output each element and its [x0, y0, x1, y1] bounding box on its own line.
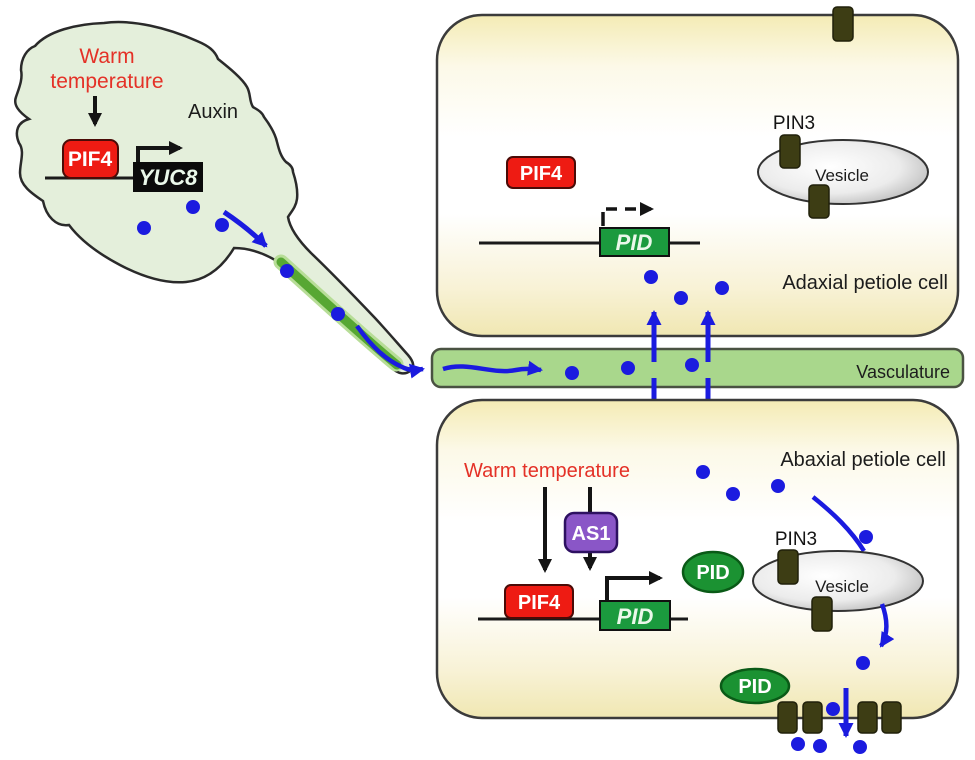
pin3-membrane-rect	[802, 701, 823, 734]
auxin-dot	[644, 270, 658, 284]
pif4-box-adaxial	[506, 156, 576, 189]
warm-temperature-label-leaf-line1: Warm	[79, 45, 134, 68]
pid-protein-membrane-label: PID	[738, 676, 771, 698]
auxin-dot	[621, 361, 635, 375]
auxin-dot	[186, 200, 200, 214]
warm-temperature-label-abaxial: Warm temperature	[464, 460, 630, 482]
auxin-flow-arrow-petiole	[355, 324, 425, 379]
pin3-membrane-rect-top	[832, 6, 854, 42]
pin3-label-adaxial: PIN3	[773, 113, 815, 134]
pin3-rect-vesicle-abaxial-top	[777, 549, 799, 585]
pif4-label-adaxial: PIF4	[520, 163, 563, 185]
auxin-below-vesicle-arrow	[879, 603, 895, 648]
pid-protein-ellipse	[681, 550, 745, 594]
as1-box	[563, 511, 619, 554]
pin3-rect-vesicle-abaxial-bottom	[811, 596, 833, 632]
auxin-dot	[331, 307, 345, 321]
as1-label: AS1	[572, 523, 611, 545]
auxin-dot	[726, 487, 740, 501]
pif4-label-abaxial: PIF4	[518, 592, 561, 614]
warm-temperature-label-leaf-line2: temperature	[50, 70, 163, 93]
auxin-dot	[853, 740, 867, 754]
pif4-box-abaxial	[504, 584, 574, 619]
auxin-dot	[215, 218, 229, 232]
auxin-dot	[280, 264, 294, 278]
pid-protein-membrane-ellipse	[719, 667, 791, 705]
vasculature-group: Vasculature	[430, 347, 965, 389]
pid-gene-label-abaxial: PID	[617, 604, 654, 629]
pif4-box-leaf	[62, 139, 119, 179]
auxin-dot	[696, 465, 710, 479]
auxin-dot	[859, 530, 873, 544]
vesicle-label-abaxial: Vesicle	[815, 577, 869, 596]
pin3-membrane-rect	[777, 701, 798, 734]
auxin-dot	[771, 479, 785, 493]
abaxial-cell-label: Abaxial petiole cell	[780, 449, 946, 471]
pid-gene-label-adaxial: PID	[616, 230, 653, 255]
yuc8-label: YUC8	[139, 165, 198, 190]
auxin-dot	[826, 702, 840, 716]
auxin-label: Auxin	[188, 101, 238, 123]
pin3-membrane-rect	[881, 701, 902, 734]
pid-protein-label: PID	[696, 562, 729, 584]
adaxial-cell-group: PIF4 PID PIN3 Vesicle Adaxial petiole ce…	[435, 6, 960, 338]
auxin-to-vesicle-curve	[811, 495, 866, 553]
pin3-label-abaxial: PIN3	[775, 529, 817, 550]
auxin-dot	[674, 291, 688, 305]
auxin-dot	[715, 281, 729, 295]
pid-gene-box-abaxial	[599, 600, 671, 631]
pin3-rect-vesicle-adaxial-bottom	[808, 184, 830, 219]
auxin-flow-arrow-vasculature	[442, 360, 543, 376]
adaxial-cell-body	[435, 13, 960, 338]
auxin-flow-arrow-blade	[222, 209, 268, 248]
auxin-dot	[856, 656, 870, 670]
pin3-membrane-rect	[857, 701, 878, 734]
vesicle-label-adaxial: Vesicle	[815, 166, 869, 185]
auxin-dot	[791, 737, 805, 751]
auxin-dot	[685, 358, 699, 372]
vasculature-label: Vasculature	[856, 362, 950, 382]
auxin-dot	[137, 221, 151, 235]
adaxial-cell-label: Adaxial petiole cell	[782, 272, 948, 294]
auxin-dot	[565, 366, 579, 380]
auxin-dot	[813, 739, 827, 753]
leaf-blade-group: Warm temperature PIF4 YUC8 Auxin	[14, 20, 425, 379]
abaxial-cell-group: Abaxial petiole cell Warm temperature AS…	[435, 398, 960, 754]
pid-gene-box-adaxial	[599, 227, 670, 257]
yuc8-gene-box	[133, 162, 203, 192]
pif4-label-leaf: PIF4	[68, 148, 113, 171]
pin3-rect-vesicle-adaxial-top	[779, 134, 801, 169]
